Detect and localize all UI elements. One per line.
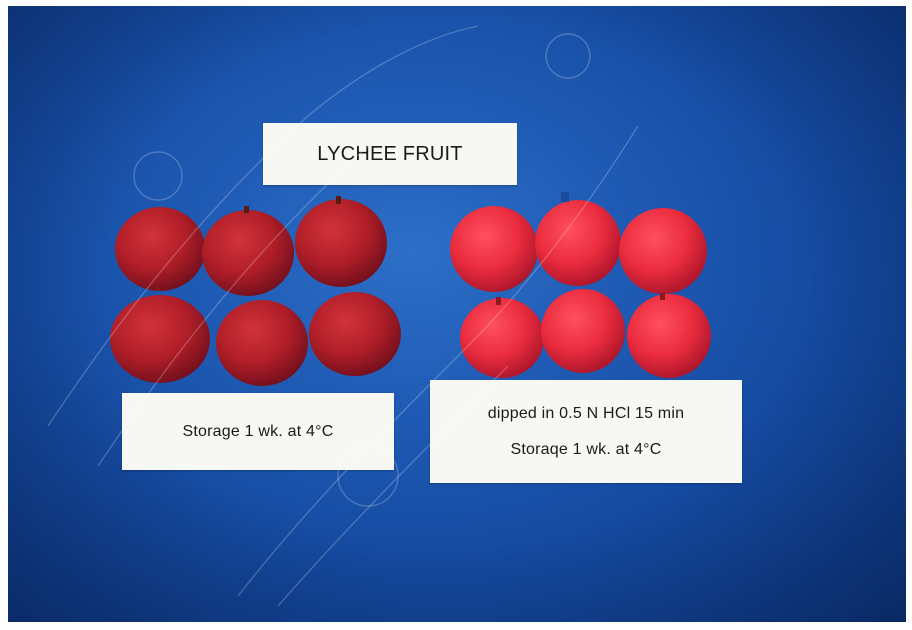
untreated-caption-text: Storage 1 wk. at 4°C (182, 422, 334, 440)
treated-caption-line2: Storaqe 1 wk. at 4°C (510, 440, 662, 458)
treated-fruit (460, 298, 544, 378)
untreated-fruit (110, 295, 210, 383)
untreated-fruit (309, 292, 401, 376)
photo-vignette (8, 6, 906, 622)
title-label: LYCHEE FRUIT (263, 123, 517, 185)
treated-fruit (535, 200, 621, 286)
title-text: LYCHEE FRUIT (317, 142, 463, 165)
treated-fruit (541, 289, 625, 373)
untreated-fruit (216, 300, 308, 386)
treated-fruit-group (450, 192, 711, 378)
untreated-fruit (115, 207, 205, 291)
treated-fruit (627, 294, 711, 378)
fruit-groups (110, 192, 711, 386)
treated-caption-line1: dipped in 0.5 N HCl 15 min (487, 404, 685, 422)
untreated-fruit (295, 199, 387, 287)
untreated-caption: Storage 1 wk. at 4°C (122, 393, 394, 470)
treated-fruit (450, 206, 538, 292)
treated-caption: dipped in 0.5 N HCl 15 min Storaqe 1 wk.… (430, 380, 742, 483)
untreated-fruit (202, 210, 294, 296)
untreated-fruit-group (110, 196, 401, 386)
treated-fruit (619, 208, 707, 294)
lychee-photo: LYCHEE FRUIT Storage 1 wk. at 4°C dipped… (8, 6, 906, 622)
